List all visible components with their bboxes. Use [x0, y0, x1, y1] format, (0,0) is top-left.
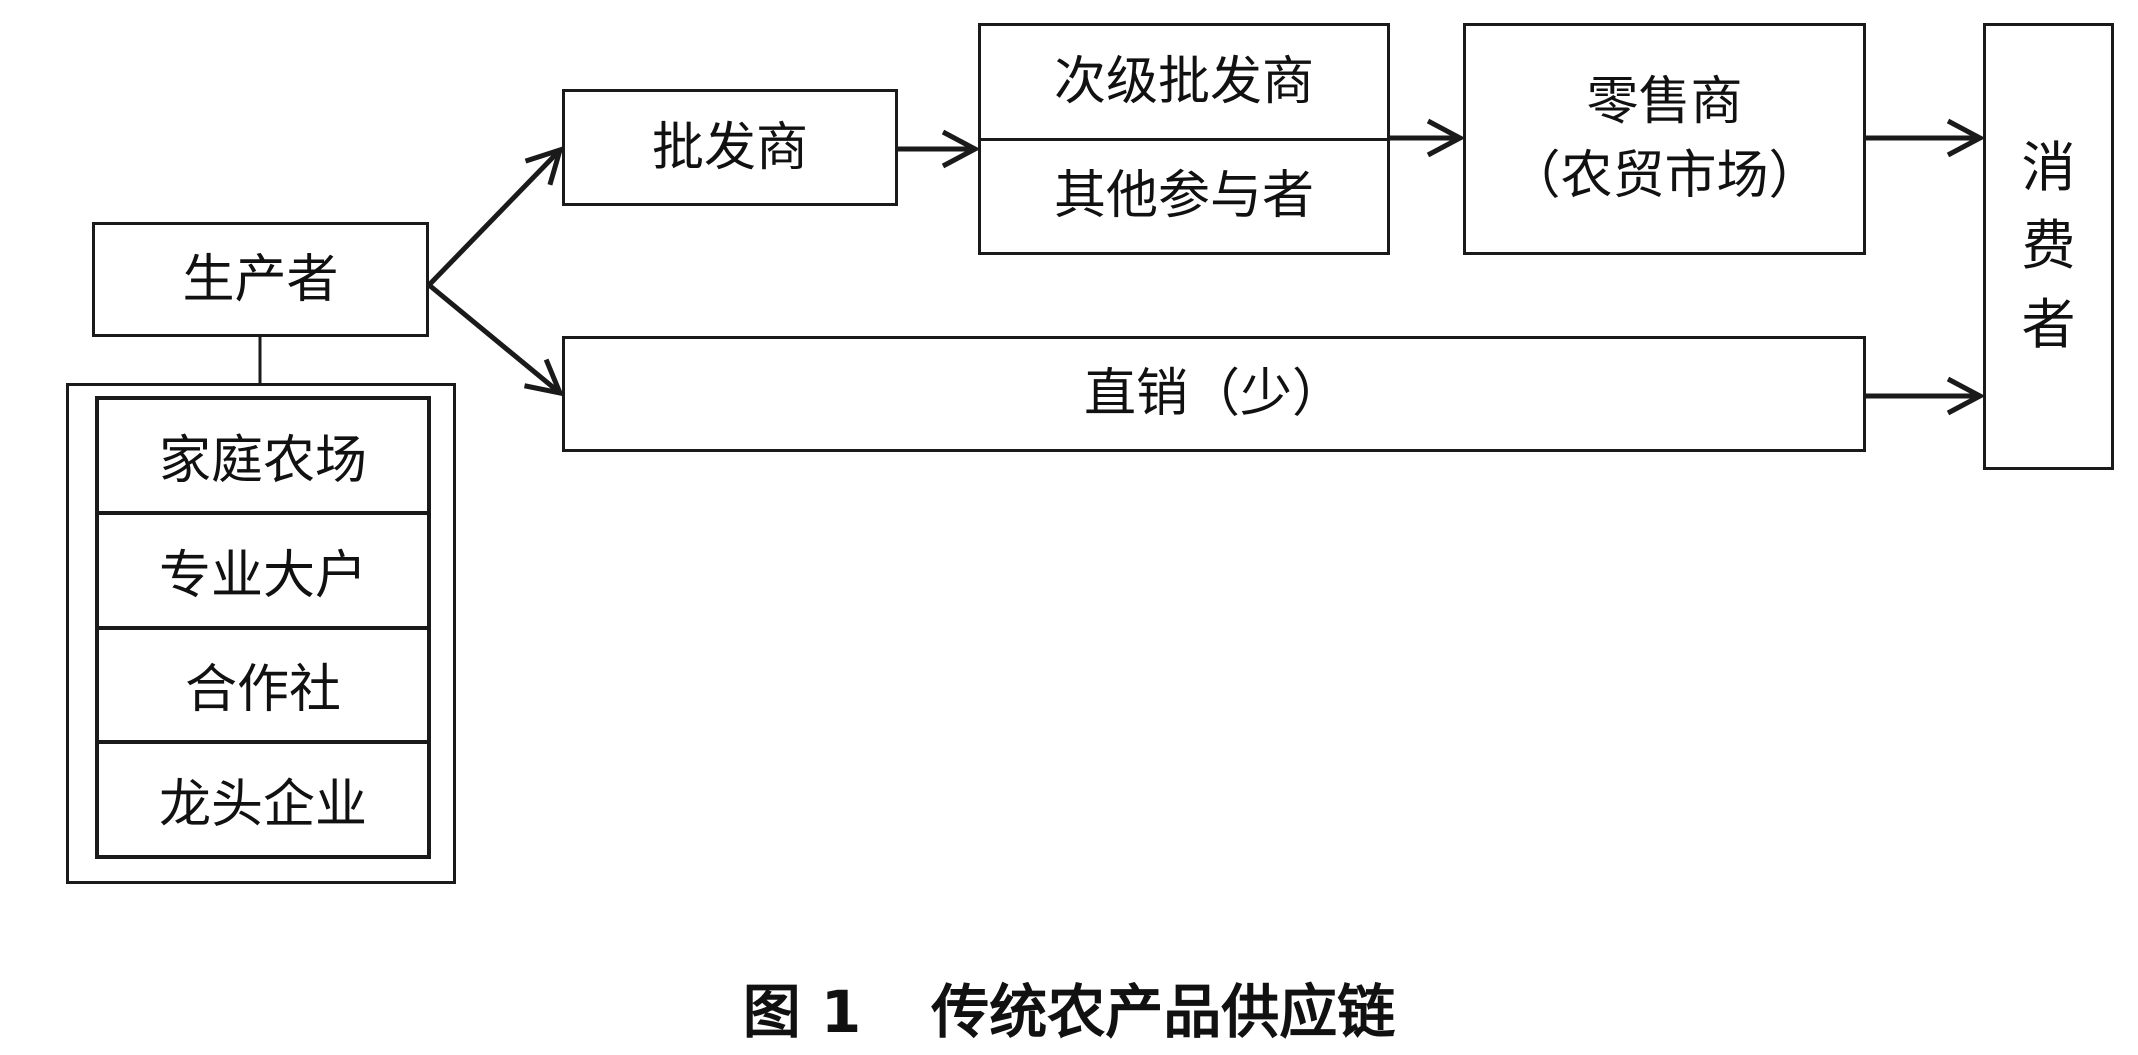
- retailer-market-label: （农贸市场）: [1508, 146, 1821, 206]
- arrow-producer-to-direct: [427, 283, 565, 397]
- direct-sales-box: 直销（少）: [562, 336, 1866, 452]
- producer-box: 生产者: [92, 222, 429, 337]
- secondary-box: 次级批发商 其他参与者: [978, 23, 1390, 255]
- consumer-char-2: 费: [2021, 214, 2076, 278]
- producer-type-family-farm: 家庭农场: [158, 430, 367, 491]
- figure-caption: 图 1 传统农产品供应链: [0, 965, 2138, 1049]
- producer-label: 生产者: [182, 249, 339, 310]
- retailer-box: 零售商 （农贸市场）: [1463, 23, 1866, 255]
- wholesaler-box: 批发商: [562, 89, 898, 206]
- consumer-char-3: 者: [2021, 292, 2076, 356]
- consumer-char-1: 消: [2021, 136, 2076, 200]
- consumer-box: 消 费 者: [1983, 23, 2114, 470]
- producer-types-list: 家庭农场 专业大户 合作社 龙头企业: [95, 396, 431, 859]
- figure-number: 图 1: [742, 978, 862, 1046]
- retailer-label: 零售商: [1586, 72, 1743, 132]
- other-participants-label: 其他参与者: [981, 137, 1387, 253]
- arrow-producer-to-wholesaler: [427, 146, 564, 287]
- producer-types-group: [66, 383, 456, 884]
- wholesaler-label: 批发商: [651, 117, 808, 178]
- direct-sales-label: 直销（少）: [1083, 364, 1344, 424]
- producer-type-cooperative: 合作社: [99, 625, 427, 741]
- producer-type-large-household: 专业大户: [99, 510, 427, 626]
- figure-title: 传统农产品供应链: [931, 978, 1396, 1046]
- producer-type-leading-enterprise: 龙头企业: [99, 740, 427, 855]
- secondary-wholesaler-label: 次级批发商: [1053, 51, 1314, 112]
